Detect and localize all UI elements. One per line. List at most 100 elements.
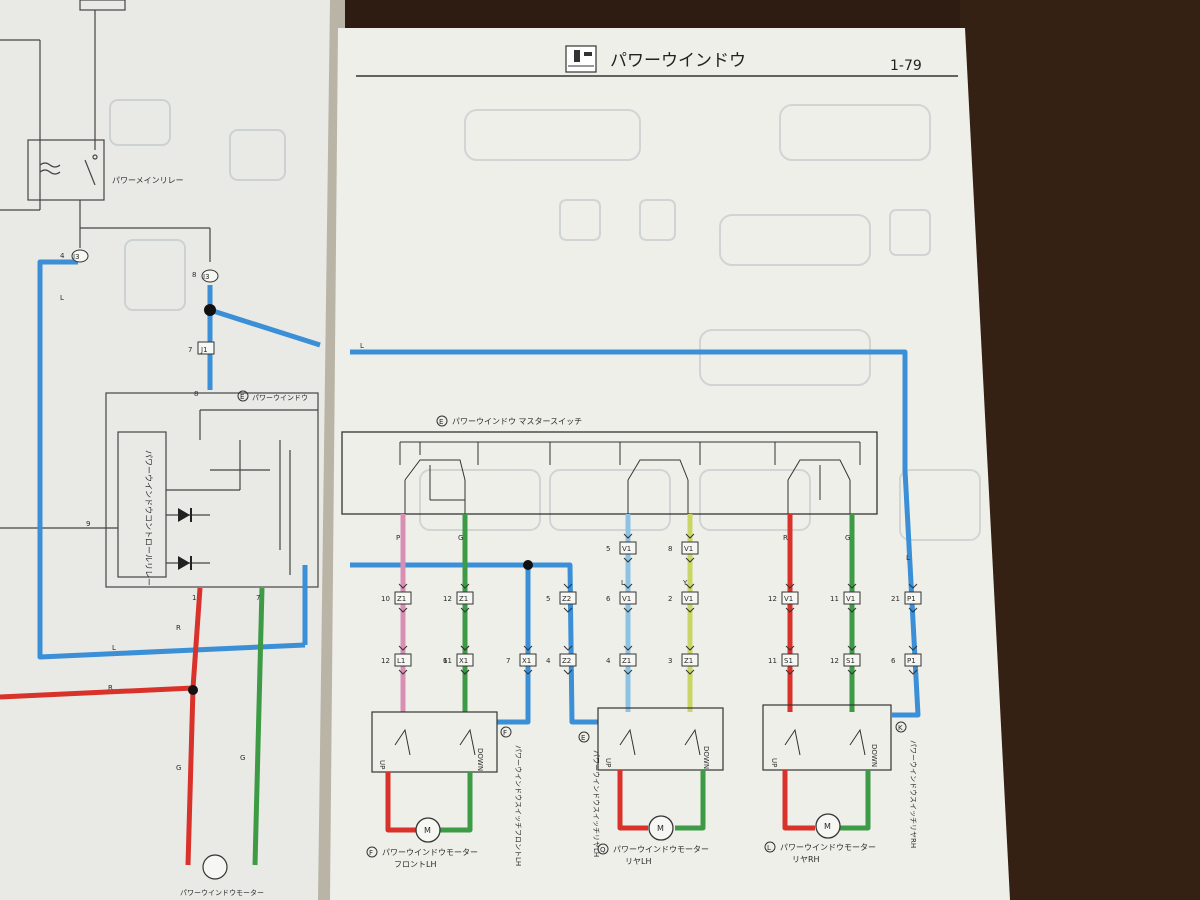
pin-label: 8 xyxy=(192,271,196,279)
switch-down-label: DOWN xyxy=(870,744,878,767)
motor-label: パワーウインドウモーター xyxy=(382,848,478,857)
connector: X17 xyxy=(506,645,537,675)
master-switch-box xyxy=(341,431,878,515)
connector-id: V1 xyxy=(622,545,631,553)
connector-id: V1 xyxy=(846,595,855,603)
header-title: パワーウインドウ xyxy=(610,51,746,71)
pin-number: 8 xyxy=(668,545,672,553)
pin-label: 7 xyxy=(188,346,192,354)
left-connectors xyxy=(71,249,219,355)
connector-id: X1 xyxy=(522,657,531,665)
pin-number: 12 xyxy=(768,595,777,603)
junction-dot xyxy=(523,560,533,570)
svg-text:M: M xyxy=(824,822,831,831)
pin-number: 12 xyxy=(443,595,452,603)
left-page xyxy=(0,0,330,900)
pin-number: 4 xyxy=(546,657,551,665)
connector-id: Z1 xyxy=(397,595,406,603)
left-motor-icon xyxy=(202,854,228,880)
switch-down-label: DOWN xyxy=(476,748,484,771)
wire-color-label: L xyxy=(906,554,910,562)
pin-number: 11 xyxy=(443,657,452,665)
ecu-letter-badge xyxy=(237,390,249,402)
master-switch-letter-badge xyxy=(436,415,448,427)
ecu-partial-label: パワーウインドウ xyxy=(252,394,308,402)
wire-label: G xyxy=(176,764,181,772)
connector-id: X1 xyxy=(459,657,468,665)
ecu-letter: E xyxy=(240,393,244,401)
connector: V16 xyxy=(606,583,637,613)
sub-switch-contacts xyxy=(394,728,866,756)
connector: P1 6 xyxy=(891,645,922,675)
master-switch-contacts xyxy=(399,441,861,514)
motor-sub-label: フロントLH xyxy=(394,860,436,869)
pin-label: 9 xyxy=(86,520,90,528)
motor-icons xyxy=(415,813,841,843)
wire-color-label: L xyxy=(621,579,625,587)
pin-number: 5 xyxy=(606,545,610,553)
motor-letter: F xyxy=(369,849,373,857)
master-switch-label: パワーウインドウ マスタースイッチ xyxy=(452,417,582,426)
connector: Z2 4 xyxy=(546,645,577,675)
pin-label: 1 xyxy=(192,594,196,602)
connector-id: P1 xyxy=(907,657,916,665)
switch-up-label: UP xyxy=(378,760,386,769)
connector: X1 6 xyxy=(443,645,474,675)
motor-letter-badge xyxy=(366,846,378,858)
pin-number: 3 xyxy=(668,657,672,665)
connector: V12 xyxy=(668,583,699,613)
junction-dot xyxy=(204,304,216,316)
switch-letter: K xyxy=(898,724,903,732)
motor-label: パワーウインドウモーター xyxy=(613,845,709,854)
pin-number: 6 xyxy=(606,595,611,603)
pin-number: 11 xyxy=(830,595,839,603)
connector-id: V1 xyxy=(684,595,693,603)
pin-number: 12 xyxy=(830,657,839,665)
relay-symbol-icon xyxy=(39,154,98,186)
motor-letter-badge xyxy=(764,841,776,853)
connector-id: Z2 xyxy=(562,657,571,665)
wire-label: G xyxy=(240,754,245,762)
connector: Z25 xyxy=(546,583,577,613)
pin-number: 21 xyxy=(891,595,900,603)
wire-color-label: R xyxy=(783,534,788,542)
connector-id: Z1 xyxy=(684,657,693,665)
pin-label: 7 xyxy=(256,594,260,602)
junction-label: J1 xyxy=(200,346,208,354)
junction-dot xyxy=(188,685,198,695)
connector-id: Z1 xyxy=(622,657,631,665)
feed-wire-label: L xyxy=(360,342,364,350)
motor-sub-label: リヤLH xyxy=(625,857,651,866)
wire-color-label: G xyxy=(458,534,463,542)
sub-switch-boxes xyxy=(371,704,892,773)
pin-number: 6 xyxy=(443,657,448,665)
pin-number: 6 xyxy=(891,657,896,665)
left-schematic xyxy=(0,0,319,588)
switch-letter: F xyxy=(503,729,507,737)
motor-sub-label: リヤRH xyxy=(792,855,820,864)
pin-number: 4 xyxy=(606,657,611,665)
wire-color-label: G xyxy=(845,534,850,542)
connector: V1 5 xyxy=(606,533,637,563)
junction-label: I3 xyxy=(203,273,210,281)
page-number: 1-79 xyxy=(890,58,922,74)
relay-label: パワーメインリレー xyxy=(112,176,184,185)
connector-id: V1 xyxy=(784,595,793,603)
switch-up-label: UP xyxy=(770,758,778,767)
header-logo-icon xyxy=(565,45,597,73)
switch-letter-badge xyxy=(578,731,590,743)
wire-label: R xyxy=(176,624,181,632)
pin-number: 12 xyxy=(381,657,390,665)
connector-id: S1 xyxy=(784,657,793,665)
sub-switch-label: パワーウインドウスイッチリヤRH xyxy=(909,740,917,848)
connector-id: Z2 xyxy=(562,595,571,603)
motor-letter: L xyxy=(767,844,771,852)
wire-color-label: P xyxy=(396,534,400,542)
